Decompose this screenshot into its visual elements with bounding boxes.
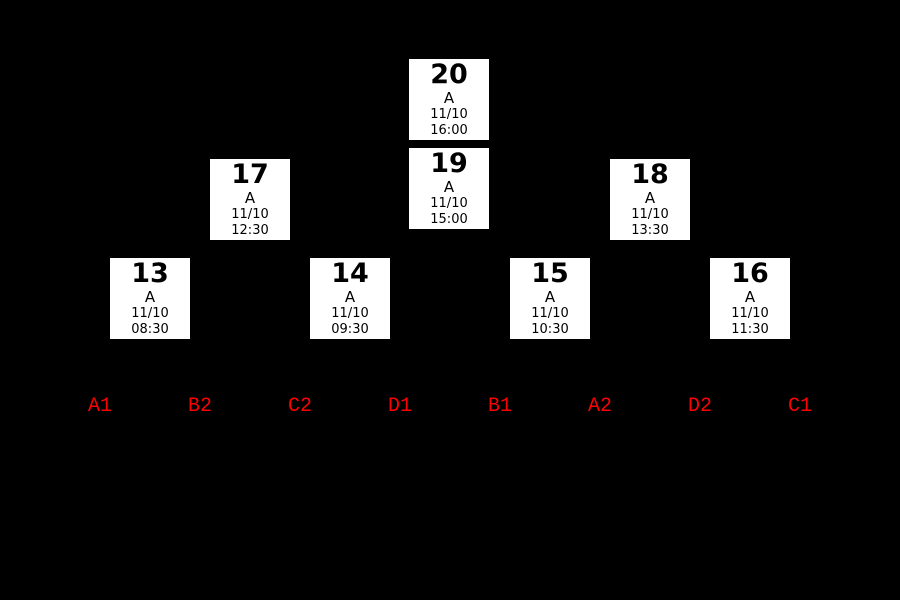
match-box-15: 15 A 11/10 10:30 bbox=[510, 258, 590, 339]
match-time: 16:00 bbox=[430, 123, 468, 138]
match-box-17: 17 A 11/10 12:30 bbox=[210, 159, 290, 240]
match-date: 11/10 bbox=[731, 306, 769, 321]
seed-label-d2: D2 bbox=[687, 395, 713, 418]
match-box-19: 19 A 11/10 15:00 bbox=[409, 148, 489, 229]
match-group: A bbox=[443, 178, 455, 196]
match-date: 11/10 bbox=[631, 207, 669, 222]
match-number: 17 bbox=[231, 159, 269, 190]
match-group: A bbox=[244, 189, 256, 207]
match-time: 10:30 bbox=[531, 322, 569, 337]
match-box-16: 16 A 11/10 11:30 bbox=[710, 258, 790, 339]
seed-label-b2: B2 bbox=[187, 395, 213, 418]
match-number: 19 bbox=[430, 148, 468, 179]
match-number: 18 bbox=[631, 159, 669, 190]
match-time: 13:30 bbox=[631, 223, 669, 238]
match-date: 11/10 bbox=[231, 207, 269, 222]
match-date: 11/10 bbox=[531, 306, 569, 321]
match-number: 16 bbox=[731, 258, 769, 289]
match-date: 11/10 bbox=[430, 107, 468, 122]
match-time: 08:30 bbox=[131, 322, 169, 337]
match-box-14: 14 A 11/10 09:30 bbox=[310, 258, 390, 339]
match-date: 11/10 bbox=[131, 306, 169, 321]
match-number: 15 bbox=[531, 258, 569, 289]
match-date: 11/10 bbox=[430, 196, 468, 211]
match-group: A bbox=[744, 288, 756, 306]
match-group: A bbox=[644, 189, 656, 207]
match-time: 12:30 bbox=[231, 223, 269, 238]
seed-label-c1: C1 bbox=[787, 395, 813, 418]
match-group: A bbox=[544, 288, 556, 306]
match-box-20: 20 A 11/10 16:00 bbox=[409, 59, 489, 140]
match-date: 11/10 bbox=[331, 306, 369, 321]
match-group: A bbox=[344, 288, 356, 306]
match-group: A bbox=[443, 89, 455, 107]
match-number: 14 bbox=[331, 258, 369, 289]
match-box-18: 18 A 11/10 13:30 bbox=[610, 159, 690, 240]
match-time: 09:30 bbox=[331, 322, 369, 337]
match-time: 15:00 bbox=[430, 212, 468, 227]
seed-label-b1: B1 bbox=[487, 395, 513, 418]
match-group: A bbox=[144, 288, 156, 306]
seed-label-c2: C2 bbox=[287, 395, 313, 418]
match-box-13: 13 A 11/10 08:30 bbox=[110, 258, 190, 339]
seed-label-a1: A1 bbox=[87, 395, 113, 418]
match-number: 20 bbox=[430, 59, 468, 90]
seed-label-d1: D1 bbox=[387, 395, 413, 418]
seed-label-a2: A2 bbox=[587, 395, 613, 418]
match-number: 13 bbox=[131, 258, 169, 289]
match-time: 11:30 bbox=[731, 322, 769, 337]
